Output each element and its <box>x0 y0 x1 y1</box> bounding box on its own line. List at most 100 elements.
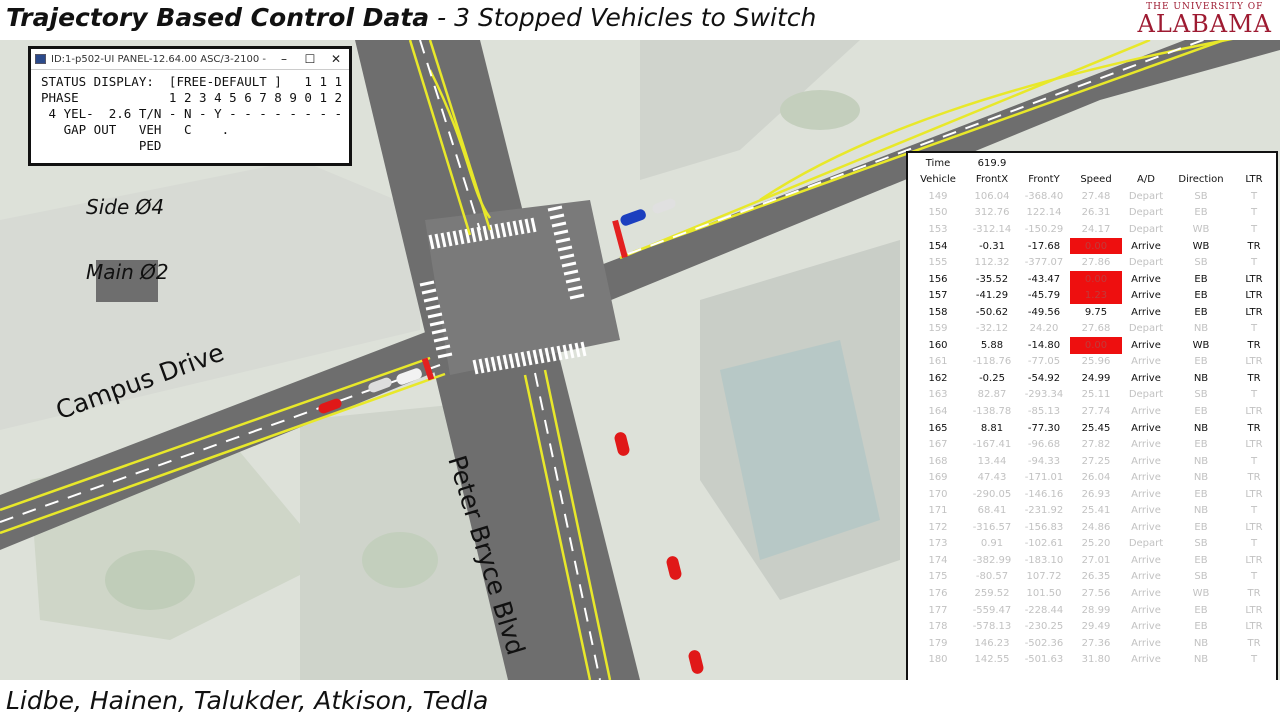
table-header-row: Vehicle FrontX FrontY Speed A/D Directio… <box>910 172 1276 189</box>
table-cell-ad: Depart <box>1128 223 1164 235</box>
table-cell-fronty: -96.68 <box>1027 439 1061 451</box>
panel-window-title: ID:1-p502-UI PANEL-12.64.00 ASC/3-2100 - <box>51 53 266 65</box>
table-cell-ad: Depart <box>1128 190 1164 202</box>
table-cell-dir: NB <box>1193 637 1209 649</box>
table-cell-dir: NB <box>1193 372 1209 384</box>
table-cell-speed: 27.56 <box>1081 587 1111 599</box>
table-cell-ad: Arrive <box>1131 422 1161 434</box>
table-cell-ad: Arrive <box>1131 356 1161 368</box>
table-cell-vehicle: 171 <box>928 505 948 517</box>
table-cell-dir: EB <box>1194 439 1208 451</box>
table-cell-dir: WB <box>1192 587 1210 599</box>
table-cell-frontx: 47.43 <box>977 472 1007 484</box>
table-cell-ltr: LTR <box>1245 521 1263 533</box>
table-cell-ad: Arrive <box>1131 339 1161 351</box>
table-cell-ad: Arrive <box>1131 621 1161 633</box>
table-cell-ad: Arrive <box>1131 472 1161 484</box>
table-cell-fronty: -377.07 <box>1024 257 1064 269</box>
table-cell-vehicle: 169 <box>928 472 948 484</box>
table-cell-ad: Depart <box>1128 257 1164 269</box>
table-cell-speed: 24.99 <box>1081 372 1111 384</box>
column-header: A/D <box>1137 174 1155 186</box>
table-cell-fronty: -501.63 <box>1024 654 1064 666</box>
table-cell-ad: Depart <box>1128 538 1164 550</box>
trajectory-table: Time 619.9 Vehicle FrontX FrontY Speed A… <box>910 155 1276 668</box>
table-cell-dir: WB <box>1192 240 1210 252</box>
table-cell-fronty: -146.16 <box>1024 488 1064 500</box>
column-header: Vehicle <box>920 174 956 186</box>
table-cell-ltr: TR <box>1247 637 1261 649</box>
table-cell-frontx: 142.55 <box>974 654 1010 666</box>
slide-title: Trajectory Based Control Data - 3 Stoppe… <box>6 3 817 32</box>
table-cell-speed: 27.86 <box>1081 257 1111 269</box>
table-cell-ltr: TR <box>1247 587 1261 599</box>
table-cell-vehicle: 161 <box>928 356 948 368</box>
table-cell-frontx: 112.32 <box>974 257 1010 269</box>
table-cell-vehicle: 157 <box>928 290 948 302</box>
minimize-icon[interactable]: – <box>281 52 287 66</box>
table-cell-speed: 27.82 <box>1081 439 1111 451</box>
column-header: Direction <box>1178 174 1224 186</box>
table-cell-ltr: TR <box>1247 372 1261 384</box>
table-cell-dir: NB <box>1193 654 1209 666</box>
table-cell-ltr: LTR <box>1245 273 1263 285</box>
table-cell-frontx: 13.44 <box>977 455 1007 467</box>
maximize-icon[interactable]: ☐ <box>304 52 316 66</box>
table-cell-vehicle: 153 <box>928 223 948 235</box>
table-cell-ltr: LTR <box>1245 405 1263 417</box>
table-cell-speed: 27.36 <box>1081 637 1111 649</box>
table-cell-frontx: 82.87 <box>977 389 1007 401</box>
table-cell-ad: Arrive <box>1131 654 1161 666</box>
table-cell-ad: Depart <box>1128 323 1164 335</box>
table-cell-frontx: -41.29 <box>975 290 1009 302</box>
table-cell-speed: 0.00 <box>1070 337 1122 354</box>
table-cell-fronty: -502.36 <box>1024 637 1064 649</box>
table-cell-speed: 25.41 <box>1081 505 1111 517</box>
table-cell-frontx: -32.12 <box>975 323 1009 335</box>
table-cell-dir: SB <box>1194 257 1208 269</box>
table-cell-ltr: LTR <box>1245 439 1263 451</box>
table-cell-fronty: 122.14 <box>1026 207 1062 219</box>
table-cell-speed: 27.74 <box>1081 405 1111 417</box>
table-cell-dir: EB <box>1194 604 1208 616</box>
phase-label-side: Side Ø4 <box>86 195 165 219</box>
table-cell-ad: Arrive <box>1131 273 1161 285</box>
column-header: FrontX <box>975 174 1009 186</box>
table-cell-ltr: T <box>1250 389 1258 401</box>
table-cell-fronty: -43.47 <box>1027 273 1061 285</box>
table-cell-speed: 31.80 <box>1081 654 1111 666</box>
table-cell-ltr: LTR <box>1245 488 1263 500</box>
table-cell-speed: 27.01 <box>1081 554 1111 566</box>
close-icon[interactable]: ✕ <box>330 52 342 66</box>
table-cell-speed: 25.45 <box>1081 422 1111 434</box>
table-cell-ltr: T <box>1250 654 1258 666</box>
table-cell-dir: NB <box>1193 455 1209 467</box>
table-cell-dir: EB <box>1194 488 1208 500</box>
table-cell-ltr: LTR <box>1245 356 1263 368</box>
table-cell-ad: Arrive <box>1131 405 1161 417</box>
table-cell-speed: 0.00 <box>1070 270 1122 288</box>
table-cell-vehicle: 177 <box>928 604 948 616</box>
table-cell-fronty: -49.56 <box>1027 306 1061 318</box>
table-cell-ltr: LTR <box>1245 306 1263 318</box>
table-cell-frontx: -0.31 <box>979 240 1005 252</box>
table-cell-speed: 24.17 <box>1081 223 1111 235</box>
table-cell-speed: 27.48 <box>1081 190 1111 202</box>
table-cell-dir: NB <box>1193 472 1209 484</box>
table-cell-frontx: -80.57 <box>975 571 1009 583</box>
table-cell-fronty: -17.68 <box>1027 240 1061 252</box>
trajectory-table-box: Time 619.9 Vehicle FrontX FrontY Speed A… <box>906 151 1278 717</box>
table-cell-dir: EB <box>1194 207 1208 219</box>
